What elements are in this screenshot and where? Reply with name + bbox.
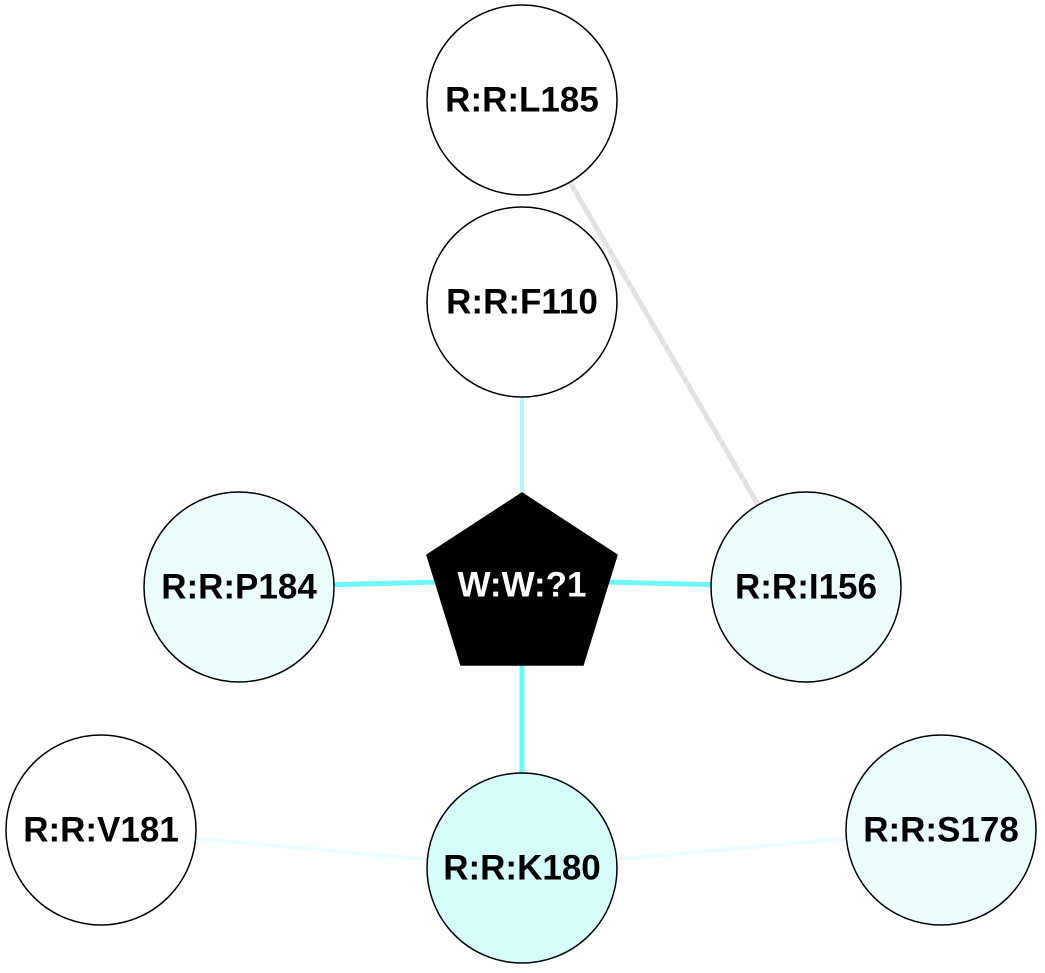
node-label: R:R:F110	[446, 283, 598, 322]
node-r-r-s178: R:R:S178	[845, 734, 1037, 926]
node-r-r-v181: R:R:V181	[5, 734, 197, 926]
node-shape-circle	[426, 772, 618, 964]
node-shape-circle	[710, 491, 902, 683]
node-r-r-p184: R:R:P184	[143, 491, 335, 683]
node-shape-circle	[5, 734, 197, 926]
node-shape-circle	[845, 734, 1037, 926]
node-w-w-1: W:W:?1	[426, 492, 618, 666]
node-label: W:W:?1	[458, 566, 587, 605]
node-label: R:R:I156	[735, 568, 877, 607]
node-r-r-f110: R:R:F110	[426, 206, 618, 398]
node-r-r-i156: R:R:I156	[710, 491, 902, 683]
node-label: R:R:S178	[863, 811, 1019, 850]
node-label: R:R:L185	[445, 81, 599, 120]
node-label: R:R:K180	[443, 849, 601, 888]
node-shape-circle	[143, 491, 335, 683]
node-shape-circle	[426, 206, 618, 398]
node-r-r-l185: R:R:L185	[426, 4, 618, 196]
node-shape-pentagon	[426, 492, 618, 666]
node-r-r-k180: R:R:K180	[426, 772, 618, 964]
node-label: R:R:V181	[23, 811, 179, 850]
node-label: R:R:P184	[161, 568, 317, 607]
node-shape-circle	[426, 4, 618, 196]
